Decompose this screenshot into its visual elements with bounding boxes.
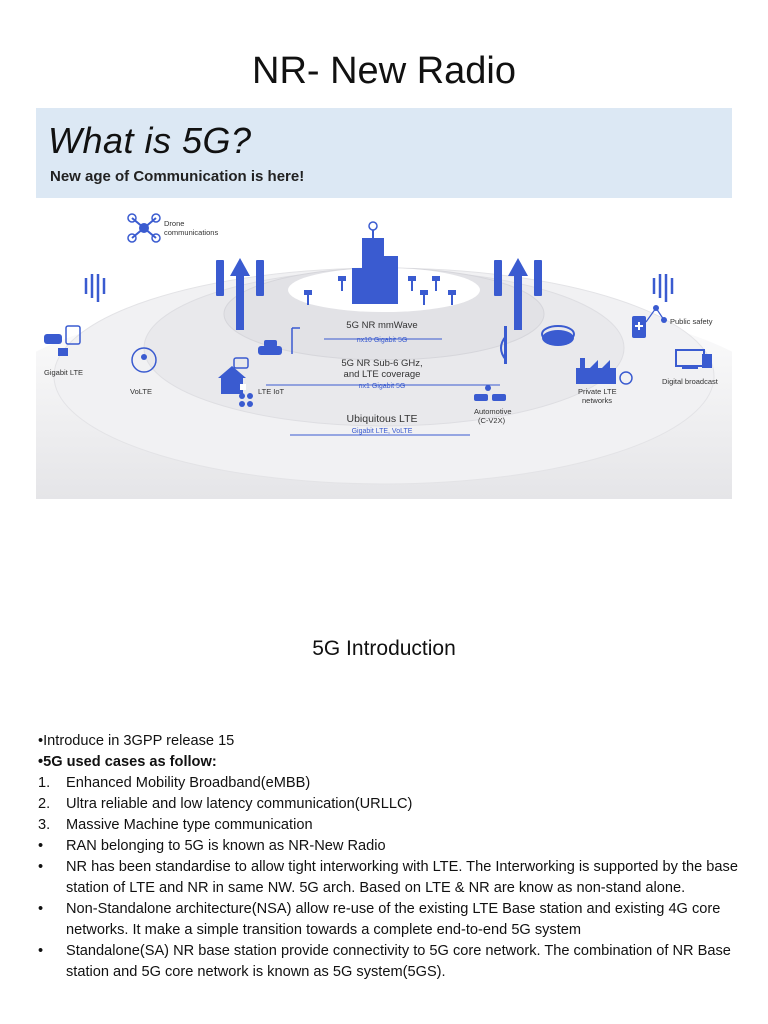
- automotive-icon: [474, 385, 506, 401]
- bullet-text: NR has been standardise to allow tight i…: [66, 859, 738, 896]
- list-item: 3. Massive Machine type communication: [38, 815, 738, 836]
- mmwave-sublabel: nx10 Gigabit 5G: [357, 337, 408, 344]
- automotive-label: Automotive: [474, 407, 512, 416]
- list-item-text: Enhanced Mobility Broadband(eMBB): [66, 775, 311, 791]
- use-cases-heading: •5G used cases as follow:: [38, 752, 738, 773]
- figure-banner: What is 5G? New age of Communication is …: [36, 108, 732, 198]
- drone-icon: [127, 213, 161, 243]
- bullet-item: • NR has been standardise to allow tight…: [38, 857, 738, 899]
- sub6-label-2: and LTE coverage: [344, 369, 421, 380]
- bullet-text: Non-Standalone architecture(NSA) allow r…: [66, 901, 721, 938]
- public-safety-icon: [632, 305, 667, 338]
- intro-content: •Introduce in 3GPP release 15 •5G used c…: [38, 731, 738, 983]
- sub6-sublabel: nx1 Gigabit 5G: [359, 383, 406, 390]
- private-lte-label-2: networks: [582, 396, 612, 405]
- bullet-text: Standalone(SA) NR base station provide c…: [66, 943, 731, 980]
- list-number: 1.: [38, 775, 51, 791]
- gigabit-lte-label: Gigabit LTE: [44, 368, 83, 377]
- 5g-coverage-diagram: Drone communications: [36, 213, 732, 499]
- ubiquitous-sublabel: Gigabit LTE, VoLTE: [352, 428, 413, 435]
- bullet-mark: •: [38, 838, 44, 854]
- digital-broadcast-icon: [675, 349, 712, 369]
- list-item-text: Massive Machine type communication: [66, 817, 313, 833]
- banner-subtitle: New age of Communication is here!: [50, 168, 305, 185]
- stadium-icon: [541, 325, 575, 346]
- vr-headset-icon: [44, 325, 81, 356]
- page-title: NR- New Radio: [252, 50, 516, 92]
- antenna-left-icon: [84, 274, 106, 302]
- bullet-mark: •: [38, 859, 44, 875]
- private-lte-label: Private LTE: [578, 387, 617, 396]
- ubiquitous-lte-label: Ubiquitous LTE: [346, 413, 417, 425]
- list-item-text: Ultra reliable and low latency communica…: [66, 796, 413, 812]
- intro-text: •Introduce in 3GPP release 15: [38, 733, 235, 749]
- drone-label-2: communications: [164, 228, 218, 237]
- lte-tower-left-icon: [216, 258, 264, 330]
- bullet-mark: •: [38, 943, 44, 959]
- volte-person-icon: [131, 347, 157, 373]
- what-is-5g-figure: What is 5G? New age of Communication is …: [36, 108, 732, 499]
- volte-label: VoLTE: [130, 387, 152, 396]
- bullet-item: • Non-Standalone architecture(NSA) allow…: [38, 899, 738, 941]
- drone-label: Drone: [164, 219, 184, 228]
- antenna-right-icon: [652, 274, 674, 302]
- small-cell-icons: [304, 276, 456, 305]
- list-item: 1. Enhanced Mobility Broadband(eMBB): [38, 773, 738, 794]
- use-cases-heading-text: •5G used cases as follow:: [38, 754, 217, 770]
- bullet-mark: •: [38, 901, 44, 917]
- iot-house-icon: [218, 357, 253, 407]
- sub6-label: 5G NR Sub-6 GHz,: [341, 358, 422, 369]
- lte-iot-label: LTE IoT: [258, 387, 285, 396]
- lte-tower-right-icon: [494, 258, 542, 330]
- bullet-item: • Standalone(SA) NR base station provide…: [38, 941, 738, 983]
- digital-broadcast-label: Digital broadcast: [662, 377, 719, 386]
- automotive-label-2: (C-V2X): [478, 416, 506, 425]
- public-safety-label: Public safety: [670, 317, 713, 326]
- intro-line: •Introduce in 3GPP release 15: [38, 731, 738, 752]
- bullet-text: RAN belonging to 5G is known as NR-New R…: [66, 838, 386, 854]
- bullet-item: • RAN belonging to 5G is known as NR-New…: [38, 836, 738, 857]
- car-icon: [258, 327, 300, 355]
- mmwave-label: 5G NR mmWave: [346, 320, 417, 331]
- factory-icon: [576, 358, 633, 385]
- list-number: 3.: [38, 817, 51, 833]
- banner-title: What is 5G?: [48, 120, 252, 161]
- list-number: 2.: [38, 796, 51, 812]
- section-title: 5G Introduction: [312, 637, 456, 660]
- 5g-building-icon: [352, 221, 398, 304]
- list-item: 2. Ultra reliable and low latency commun…: [38, 794, 738, 815]
- dish-antenna-icon: [500, 326, 507, 364]
